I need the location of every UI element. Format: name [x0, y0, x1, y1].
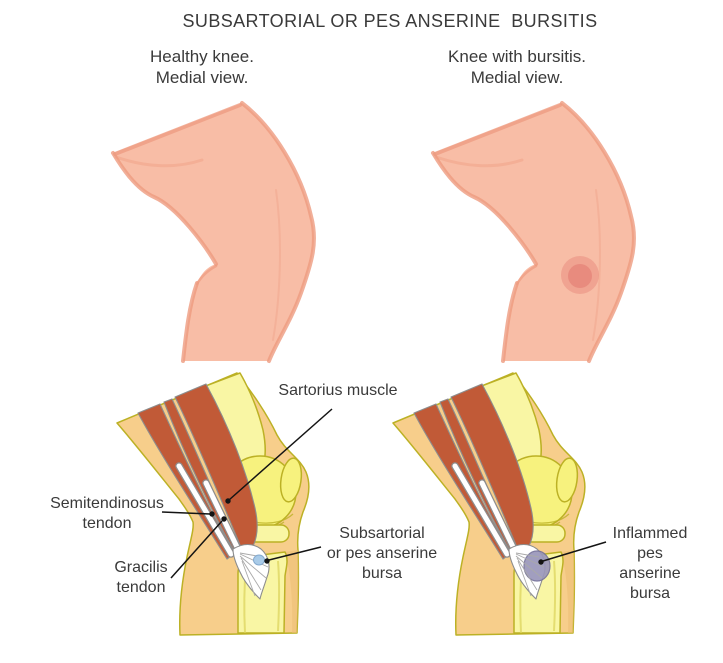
swelling-shape: [568, 264, 592, 288]
label-inflamed-bursa: Inflammed pes anserine bursa: [612, 525, 688, 602]
bursa-normal-shape: [253, 554, 265, 566]
anatomy-inflamed-figure: [393, 373, 585, 635]
healthy-knee-figure: [111, 101, 317, 363]
leader-line-semitendinosus: [161, 511, 211, 515]
bursitis-knee-figure: [431, 101, 637, 363]
leader-line-subsartorial-bursa: [268, 546, 322, 561]
bursa-inflamed-shape: [523, 550, 551, 582]
label-sartorius-muscle: Sartorius muscle: [278, 382, 398, 399]
leader-lines: [161, 408, 607, 579]
leader-line-sartorius: [228, 408, 333, 501]
leader-line-inflamed-bursa: [542, 541, 607, 562]
label-gracilis-tendon: Gracilis tendon: [114, 559, 168, 596]
caption-knee-with-bursitis: Knee with bursitis. Medial view.: [448, 47, 586, 87]
page-title: SUBSARTORIAL OR PES ANSERINE BURSITIS: [182, 11, 598, 31]
label-semitendinosus-tendon: Semitendinosus tendon: [50, 495, 164, 532]
label-subsartorial-bursa: Subsartorial or pes anserine bursa: [326, 525, 438, 582]
leader-line-gracilis: [170, 520, 223, 579]
caption-healthy-knee: Healthy knee. Medial view.: [150, 47, 254, 87]
